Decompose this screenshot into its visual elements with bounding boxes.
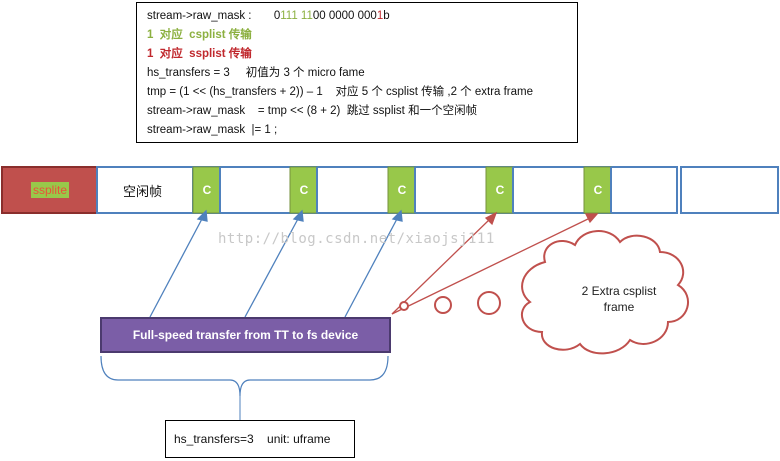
blue-arrow bbox=[344, 216, 399, 318]
raw-mask-shift-line: stream->raw_mask = tmp << (8 + 2) 跳过 ssp… bbox=[147, 105, 478, 117]
fs-transfer-box: Full-speed transfer from TT to fs device bbox=[100, 317, 391, 353]
raw-mask-or-line: stream->raw_mask |= 1 ; bbox=[147, 124, 278, 136]
c-slot-label: C bbox=[397, 183, 407, 197]
frame-bar bbox=[1, 166, 779, 214]
raw-mask-mid-bits: 00 0000 000 bbox=[312, 10, 377, 22]
raw-mask-csplit-bits: 111 11 bbox=[280, 10, 313, 22]
blue-arrow bbox=[244, 216, 300, 318]
arrowhead bbox=[292, 209, 304, 222]
c-slot-label: C bbox=[495, 183, 505, 197]
ssplist-note: 1 对应 ssplist 传输 bbox=[147, 48, 252, 60]
raw-mask-line: stream->raw_mask : 0111 1100 0000 0001b bbox=[147, 7, 567, 26]
red-arrow bbox=[391, 217, 591, 315]
watermark: http://blog.csdn.net/xiaojsj111 bbox=[218, 231, 495, 247]
ssplit-label: ssplite bbox=[31, 182, 70, 198]
csplist-note: 1 对应 csplist 传输 bbox=[147, 29, 252, 41]
unit-box: hs_transfers=3 unit: uframe bbox=[165, 420, 355, 458]
hs-transfers-line: hs_transfers = 3 初值为 3 个 micro fame bbox=[147, 67, 365, 79]
c-slot-label: C bbox=[299, 183, 309, 197]
c-slot-label: C bbox=[202, 183, 212, 197]
red-arrow bbox=[391, 218, 491, 315]
arrowhead bbox=[484, 211, 498, 226]
blue-arrow bbox=[149, 216, 204, 318]
c-slot-group bbox=[192, 166, 612, 214]
arrowhead bbox=[584, 213, 599, 224]
tmp-line: tmp = (1 << (hs_transfers + 2)) – 1 对应 5… bbox=[147, 86, 534, 98]
arrowhead bbox=[391, 209, 403, 222]
thought-cloud bbox=[399, 230, 689, 355]
code-box: stream->raw_mask : 0111 1100 0000 0001b … bbox=[136, 2, 578, 143]
cloud-label-line1: 2 Extra csplist bbox=[581, 284, 657, 298]
raw-mask-prefix: stream->raw_mask : 0 bbox=[147, 10, 281, 22]
brace bbox=[100, 355, 389, 397]
red-arrows bbox=[391, 211, 599, 315]
raw-mask-ssplit-bit: 1 bbox=[376, 10, 384, 22]
bubble-large bbox=[477, 291, 501, 315]
cloud-label-line2: frame bbox=[603, 300, 635, 314]
raw-mask-suffix: b bbox=[383, 10, 390, 22]
cloud-label: 2 Extra csplist frame bbox=[565, 283, 673, 315]
bubble-small bbox=[399, 301, 409, 311]
cloud-shape bbox=[520, 230, 689, 355]
arrowhead bbox=[196, 209, 208, 222]
blue-arrows bbox=[149, 209, 403, 318]
idle-frame-label: 空闲帧 bbox=[123, 184, 163, 199]
bubble-medium bbox=[434, 296, 452, 314]
c-slot-label: C bbox=[593, 183, 603, 197]
frame-bar-last-slot bbox=[680, 166, 779, 214]
